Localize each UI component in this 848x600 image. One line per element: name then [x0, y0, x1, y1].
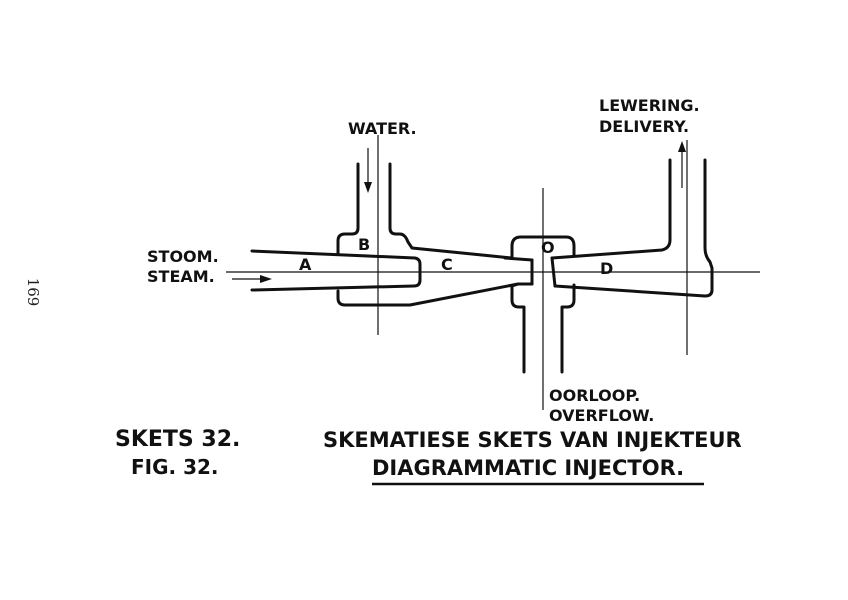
combining-cone-c — [503, 256, 534, 286]
flow-arrows — [232, 141, 686, 283]
figure-title-en: DIAGRAMMATIC INJECTOR. — [372, 456, 684, 480]
figure-title-af: SKEMATIESE SKETS VAN INJEKTEUR — [323, 428, 742, 452]
delivery-cone-d — [550, 158, 714, 298]
figure-number-en: FIG. 32. — [131, 455, 219, 479]
overflow-chamber-o — [510, 235, 576, 374]
overflow-label-af: OORLOOP. — [549, 386, 640, 405]
delivery-label-af: LEWERING. — [599, 96, 700, 115]
part-label-a: A — [299, 255, 312, 274]
axis-lines — [226, 135, 760, 410]
water-label: WATER. — [348, 119, 417, 138]
delivery-label-en: DELIVERY. — [599, 117, 689, 136]
part-label-d: D — [600, 259, 613, 278]
steam-pipe-a — [250, 249, 422, 292]
overflow-label-en: OVERFLOW. — [549, 406, 654, 425]
steam-label-en: STEAM. — [147, 267, 215, 286]
part-label-b: B — [358, 235, 370, 254]
steam-label-af: STOOM. — [147, 247, 219, 266]
part-label-o: O — [541, 238, 555, 257]
figure-number-af: SKETS 32. — [115, 427, 240, 452]
water-chamber-b — [336, 162, 520, 307]
water-arrow-down-icon — [364, 182, 372, 193]
part-label-c: C — [441, 255, 453, 274]
page-number: 169 — [24, 278, 42, 307]
delivery-arrow-up-icon — [678, 141, 686, 152]
steam-arrow-right-icon — [260, 275, 272, 283]
